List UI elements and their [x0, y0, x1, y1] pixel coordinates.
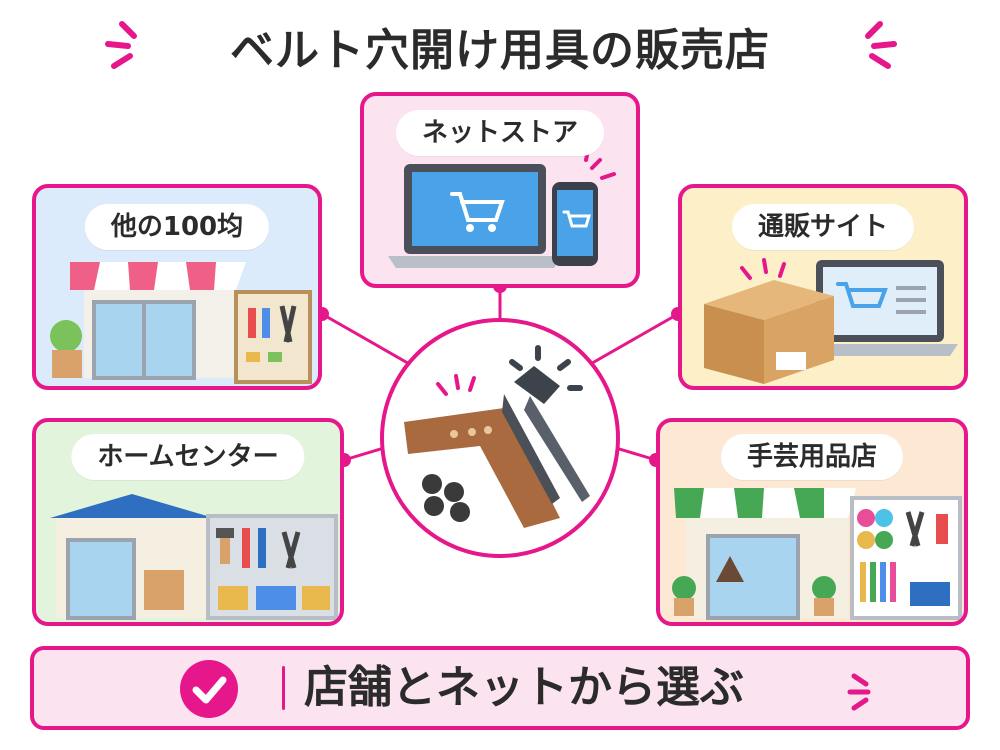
storefront-tools-icon [50, 262, 312, 384]
card-other-100-label: 他の100均 [84, 204, 270, 250]
card-home-center: ホームセンター [32, 418, 344, 626]
card-other-100: 他の100均 [32, 184, 322, 390]
page-title: ベルト穴開け用具の販売店 [230, 25, 770, 76]
belt-and-hole-punch-icon [404, 345, 590, 528]
card-mail-order: 通販サイト [678, 184, 968, 390]
bottom-divider [282, 666, 285, 710]
check-circle-icon [180, 660, 238, 718]
card-net-store-label: ネットストア [395, 110, 605, 156]
burst-right-icon [865, 21, 897, 69]
hardware-store-tools-icon [50, 494, 338, 620]
bottom-banner: 店舗とネットから選ぶ [30, 646, 970, 730]
burst-right-small-icon [847, 673, 871, 711]
center-circle [380, 318, 620, 558]
parcel-laptop-cart-icon [704, 258, 958, 384]
card-craft-store-label: 手芸用品店 [720, 434, 904, 480]
laptop-smartphone-cart-icon [388, 148, 616, 268]
bottom-banner-text: 店舗とネットから選ぶ [304, 662, 744, 713]
burst-left-icon [105, 21, 137, 69]
craft-shop-supplies-icon [672, 488, 962, 620]
card-home-center-label: ホームセンター [71, 434, 305, 480]
card-mail-order-label: 通販サイト [731, 204, 915, 250]
card-craft-store: 手芸用品店 [656, 418, 968, 626]
card-net-store: ネットストア [360, 92, 640, 288]
